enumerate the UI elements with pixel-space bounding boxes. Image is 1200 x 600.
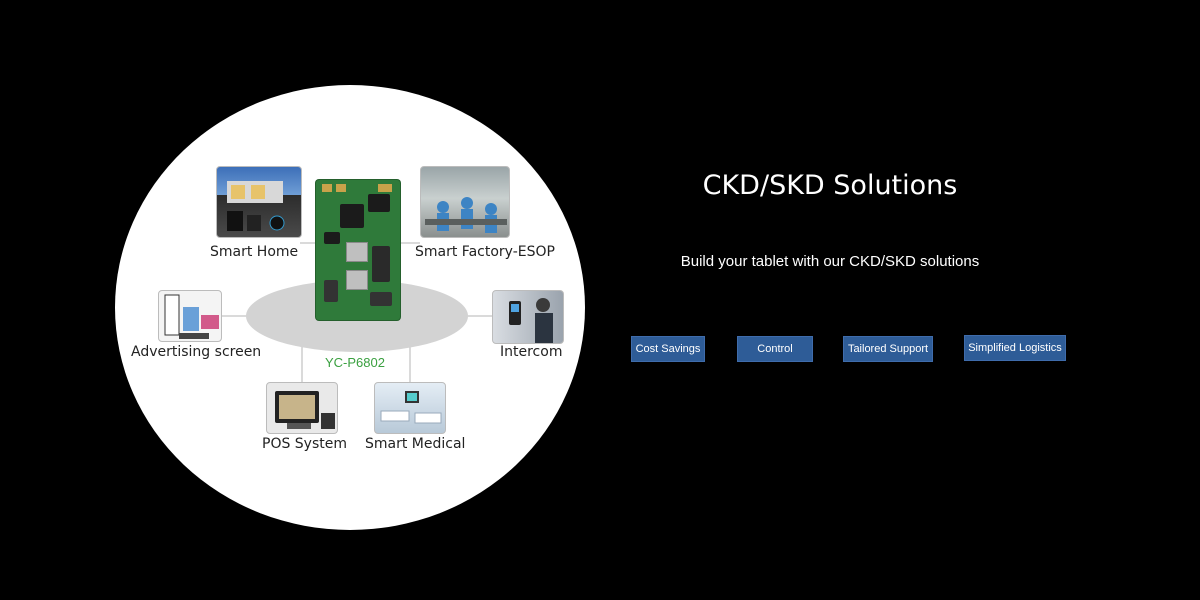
intercom-image — [492, 290, 564, 344]
display-screens-icon — [164, 294, 219, 339]
hospital-room-icon — [380, 391, 442, 424]
house-icon — [227, 181, 285, 231]
factory-workers-icon — [425, 197, 507, 233]
smart-medical-label: Smart Medical — [365, 436, 466, 452]
pos-system-label: POS System — [262, 436, 348, 452]
cost-savings-button[interactable]: Cost Savings — [631, 336, 705, 362]
circuit-board-image — [316, 180, 400, 320]
pos-system-image — [266, 382, 338, 434]
simplified-logistics-button[interactable]: Simplified Logistics — [964, 335, 1066, 361]
intercom-device-icon — [509, 298, 553, 343]
smart-home-image — [216, 166, 302, 238]
tailored-support-button[interactable]: Tailored Support — [843, 336, 933, 362]
intercom-label: Intercom — [500, 344, 563, 360]
smart-home-label: Smart Home — [210, 244, 299, 260]
smart-medical-image — [374, 382, 446, 434]
advertising-screen-image — [158, 290, 222, 342]
page-subtitle: Build your tablet with our CKD/SKD solut… — [680, 253, 980, 270]
smart-factory-label: Smart Factory-ESOP — [415, 244, 555, 260]
advertising-screen-label: Advertising screen — [131, 344, 262, 360]
pos-terminal-icon — [275, 391, 335, 429]
page-title: CKD/SKD Solutions — [702, 170, 958, 201]
smart-factory-image — [420, 166, 510, 238]
control-button[interactable]: Control — [737, 336, 813, 362]
hub-label: YC-P6802 — [325, 355, 385, 370]
